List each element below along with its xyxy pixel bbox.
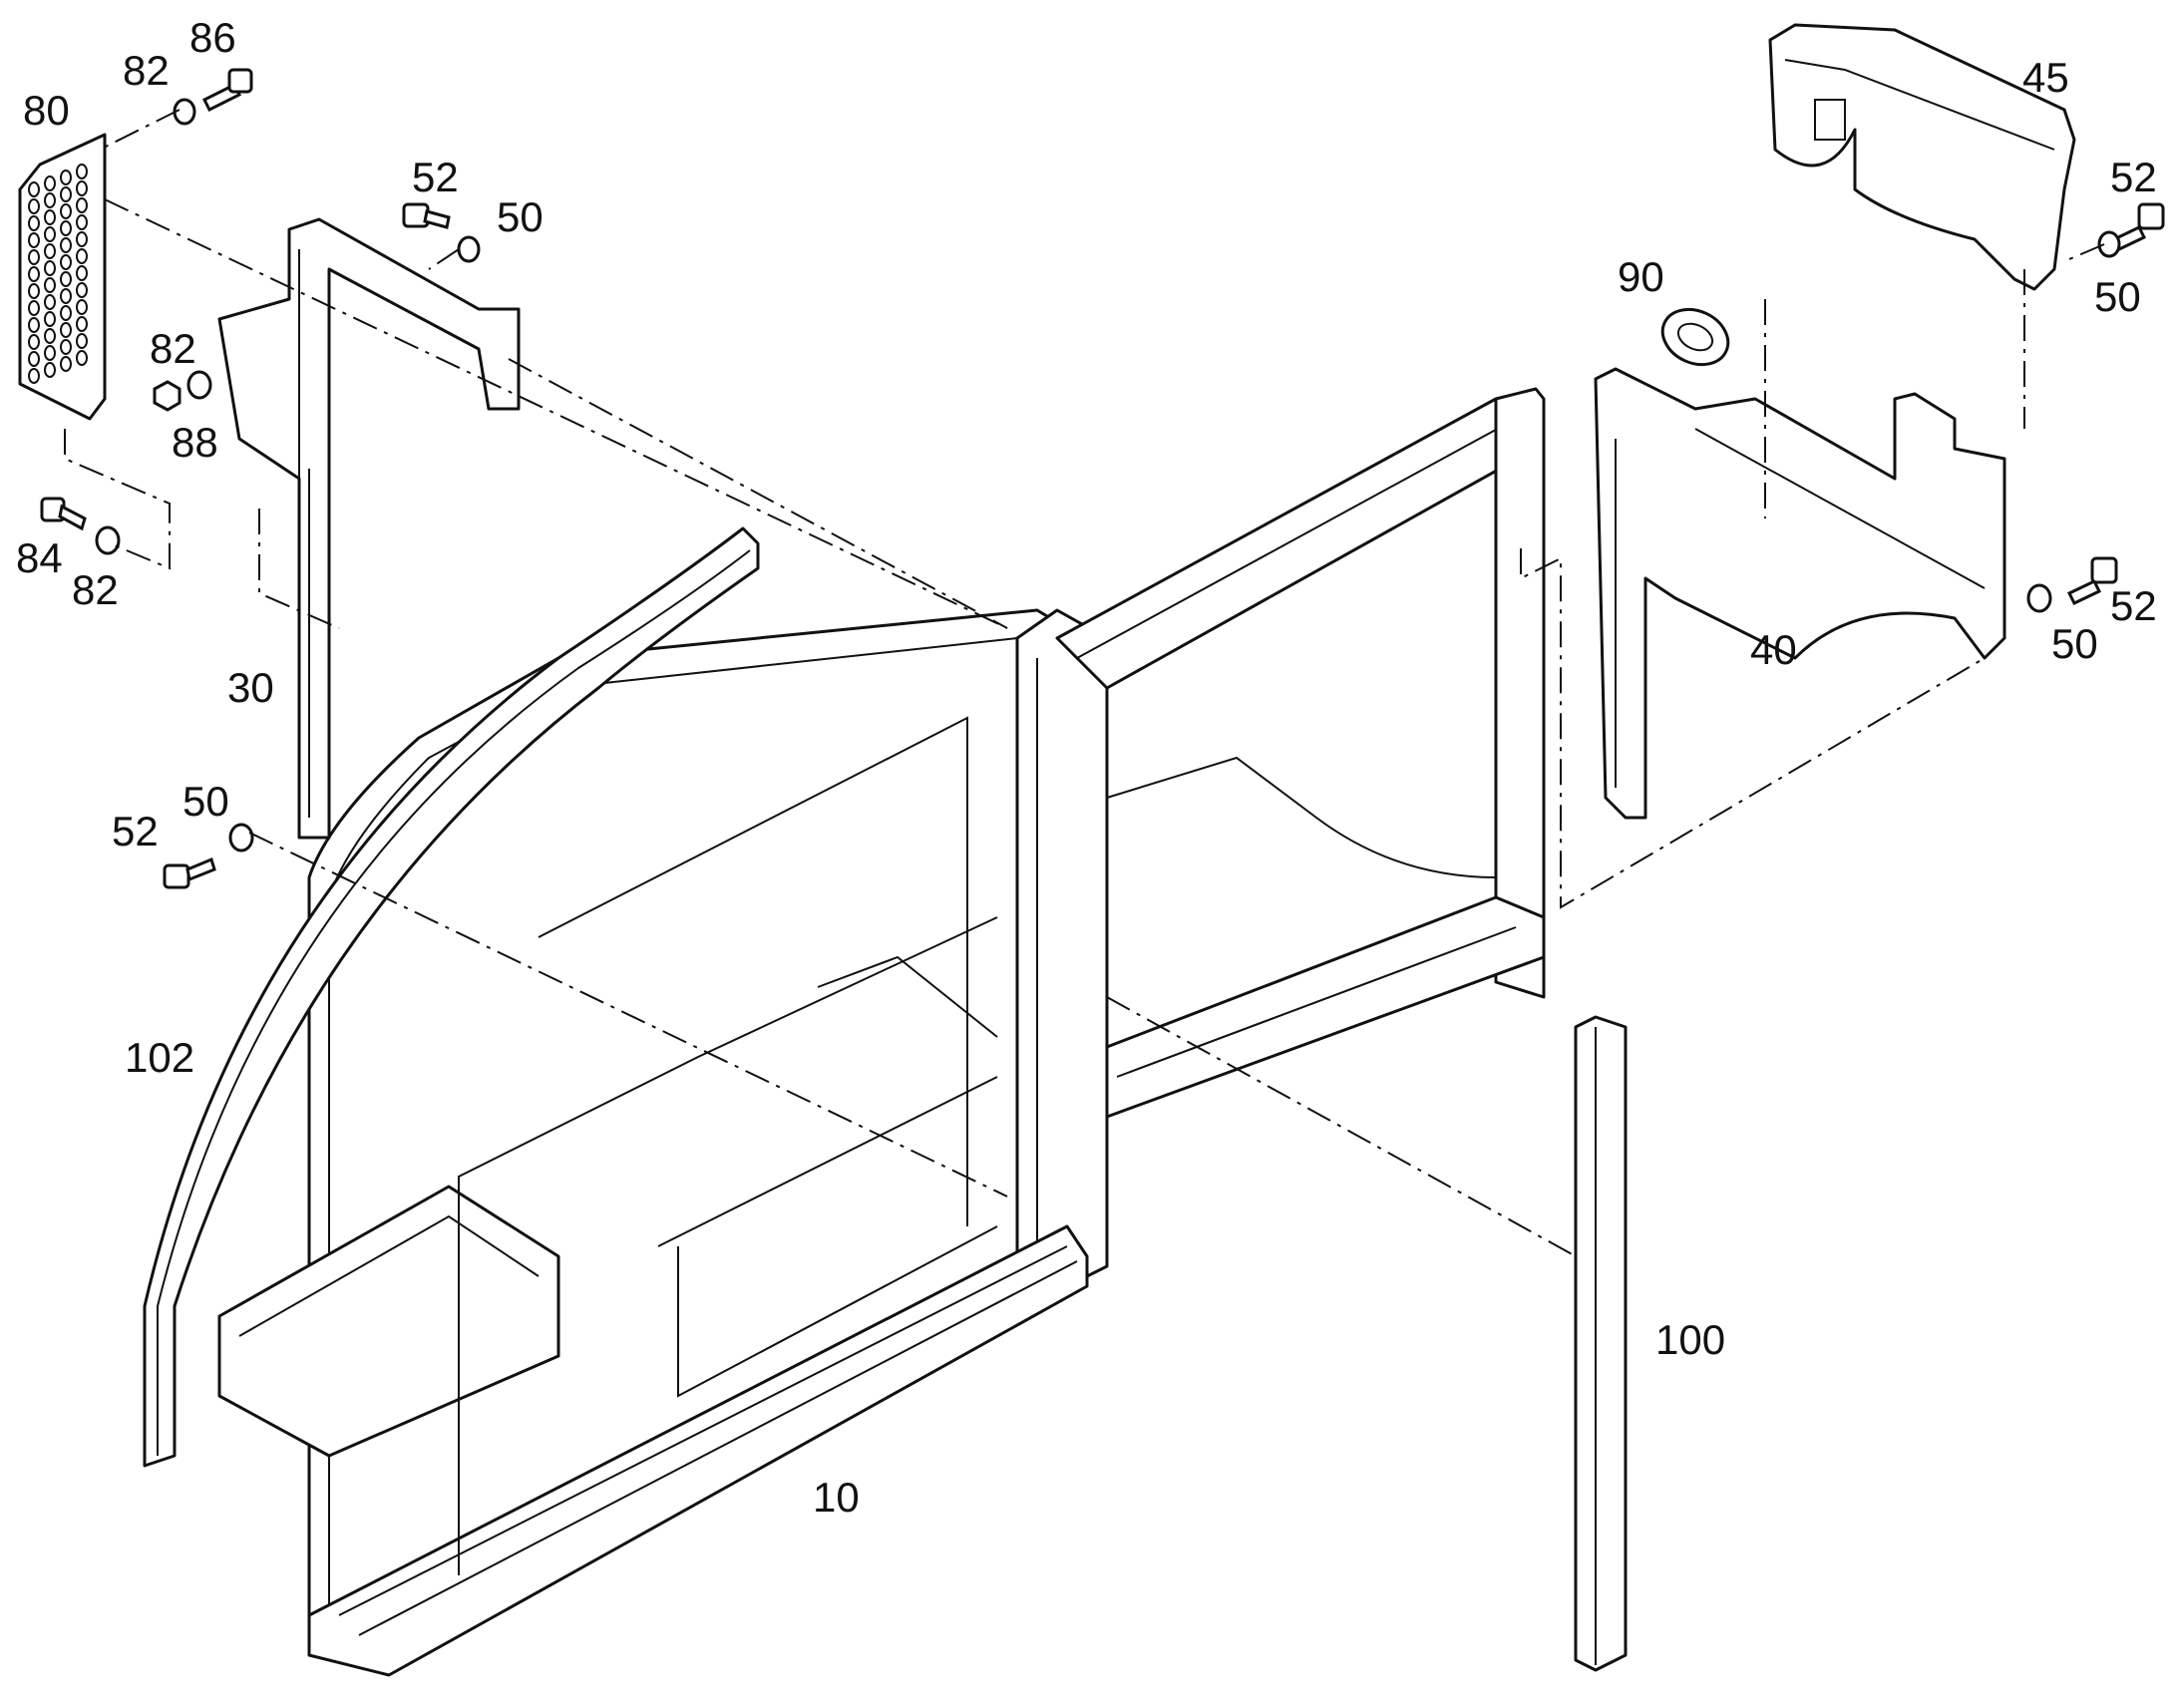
bracket-part-30 xyxy=(217,217,521,840)
grille-hole xyxy=(44,175,56,191)
grille-hole xyxy=(60,305,72,321)
bolt-52c-icon xyxy=(2111,202,2165,251)
callout-50: 50 xyxy=(2094,273,2141,320)
bolt-84-icon xyxy=(40,497,87,531)
washer-50c-icon xyxy=(2097,230,2121,258)
grille-hole xyxy=(60,237,72,253)
callout-50: 50 xyxy=(2051,620,2098,667)
grille-hole xyxy=(28,368,40,384)
grille-hole xyxy=(76,248,88,264)
grille-hole xyxy=(60,186,72,202)
callout-100: 100 xyxy=(1655,1316,1725,1363)
bracket-part-40 xyxy=(1594,367,2006,820)
callout-40: 40 xyxy=(1750,626,1797,673)
grille-hole xyxy=(28,283,40,299)
grille-hole xyxy=(28,334,40,350)
grille-hole xyxy=(76,282,88,298)
grille-hole xyxy=(60,288,72,304)
callout-80: 80 xyxy=(23,87,70,134)
callout-labels: 86 82 80 52 50 82 88 84 82 30 50 52 102 … xyxy=(16,14,2157,1521)
grille-hole xyxy=(28,181,40,197)
grille-hole xyxy=(76,316,88,332)
bolt-52b-icon xyxy=(163,856,216,889)
grille-hole xyxy=(28,351,40,367)
callout-86: 86 xyxy=(189,14,236,61)
grille-hole xyxy=(76,214,88,230)
grille-hole xyxy=(28,249,40,265)
grille-hole xyxy=(76,180,88,196)
grommet-part-90 xyxy=(1660,307,1730,367)
callout-30: 30 xyxy=(227,664,274,711)
washer-50a-icon xyxy=(457,235,481,263)
assembly-lines xyxy=(64,109,2105,1257)
callout-52: 52 xyxy=(412,154,459,200)
grille-hole xyxy=(76,333,88,349)
grille-hole xyxy=(60,254,72,270)
grille-hole xyxy=(28,215,40,231)
grille-hole xyxy=(44,311,56,327)
grille-hole xyxy=(60,322,72,338)
callout-90: 90 xyxy=(1618,253,1664,300)
grille-hole xyxy=(28,317,40,333)
grille-hole xyxy=(60,220,72,236)
callout-82: 82 xyxy=(123,47,170,94)
grille-hole xyxy=(60,339,72,355)
grille-hole xyxy=(28,266,40,282)
washer-82b-icon xyxy=(186,370,212,400)
hardware xyxy=(40,68,2165,889)
callout-10: 10 xyxy=(813,1474,860,1521)
grille-hole xyxy=(76,164,88,179)
grille-hole xyxy=(60,203,72,219)
callout-45: 45 xyxy=(2022,54,2069,101)
grille-hole xyxy=(44,260,56,276)
main-frame-part-10 xyxy=(217,387,1546,1677)
grille-hole xyxy=(44,345,56,361)
callout-88: 88 xyxy=(172,419,218,466)
cover-part-45 xyxy=(1768,23,2076,291)
grille-hole xyxy=(76,350,88,366)
callout-52: 52 xyxy=(2110,582,2157,629)
grille-hole xyxy=(76,197,88,213)
grille-hole xyxy=(44,328,56,344)
grille-hole xyxy=(60,170,72,185)
grille-hole xyxy=(44,192,56,208)
callout-52: 52 xyxy=(2110,154,2157,200)
grille-hole xyxy=(44,277,56,293)
grille-hole xyxy=(28,198,40,214)
callout-82: 82 xyxy=(72,566,119,613)
callout-50: 50 xyxy=(182,778,229,825)
grille-part-80 xyxy=(18,133,107,421)
washer-50b-icon xyxy=(228,823,254,853)
post-part-100 xyxy=(1574,1015,1628,1672)
callout-82: 82 xyxy=(150,325,196,372)
callout-102: 102 xyxy=(125,1034,194,1081)
grille-hole xyxy=(44,243,56,259)
grille-hole xyxy=(76,299,88,315)
washer-50d-icon xyxy=(2026,583,2052,613)
grille-hole xyxy=(44,362,56,378)
grille-hole xyxy=(44,226,56,242)
grille-hole xyxy=(60,271,72,287)
bolt-86-icon xyxy=(201,68,253,113)
grille-hole xyxy=(28,300,40,316)
grille-hole xyxy=(76,231,88,247)
grille-hole xyxy=(28,232,40,248)
curved-rail-part-102 xyxy=(143,526,760,1468)
bolt-52a-icon xyxy=(402,202,451,229)
washer-82c-icon xyxy=(95,525,121,555)
bolt-52d-icon xyxy=(2066,556,2118,605)
grille-hole xyxy=(60,356,72,372)
callout-84: 84 xyxy=(16,534,63,581)
grille-hole xyxy=(44,209,56,225)
grille-hole xyxy=(44,294,56,310)
callout-50: 50 xyxy=(497,193,544,240)
nut-88-icon xyxy=(153,380,182,412)
callout-52: 52 xyxy=(112,808,159,854)
grille-hole xyxy=(76,265,88,281)
